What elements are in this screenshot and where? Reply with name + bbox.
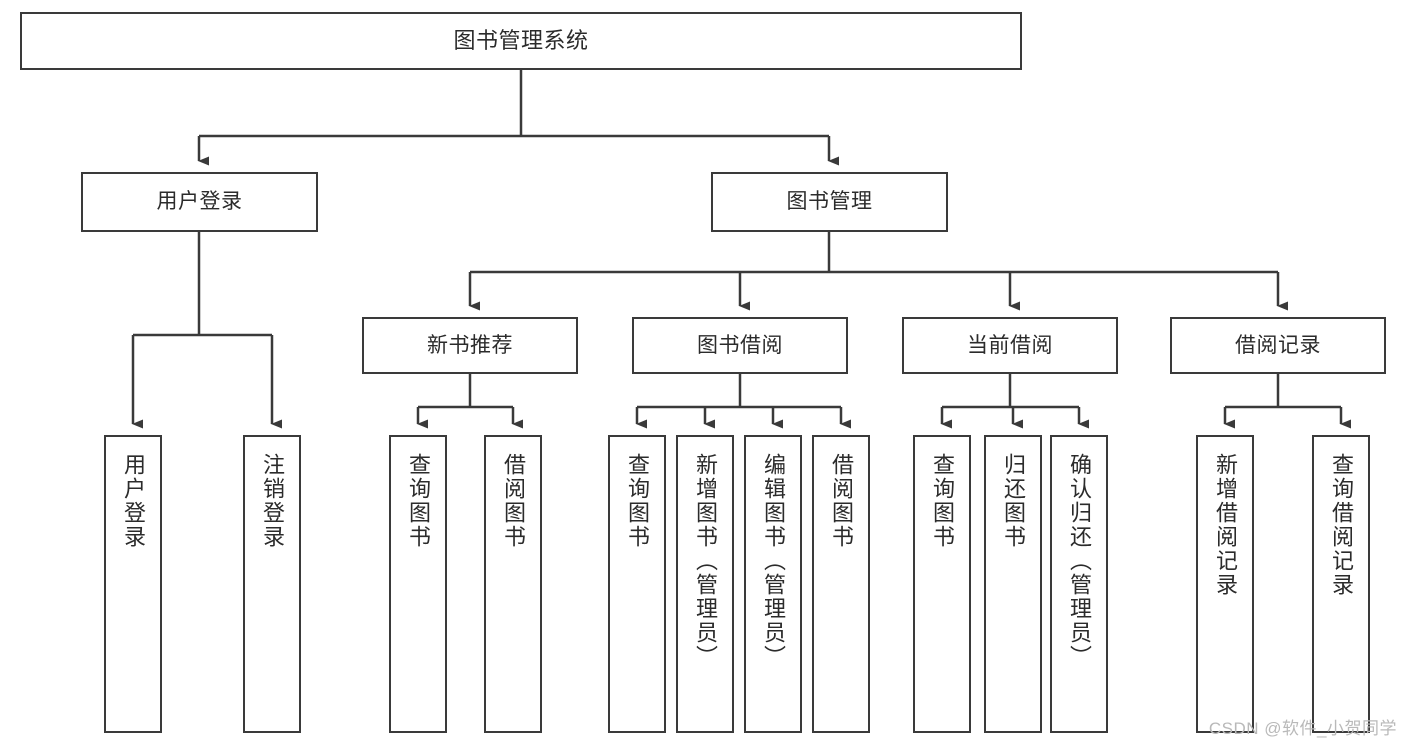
node-current-borrow-label: 当前借阅: [967, 333, 1053, 357]
node-leaf-add-borrow-record[interactable]: 新增借阅记录: [1196, 435, 1254, 733]
node-leaf-return-book-label: 归还图书: [1000, 453, 1026, 549]
node-leaf-add-book-label: 新增图书（管理员）: [692, 453, 718, 669]
node-book-manage-label: 图书管理: [786, 190, 873, 214]
node-leaf-user-logout-label: 注销登录: [259, 453, 285, 549]
node-user-login[interactable]: 用户登录: [81, 172, 318, 232]
node-user-login-label: 用户登录: [156, 190, 243, 214]
watermark-text: CSDN @软件_小贺同学: [1208, 719, 1397, 738]
node-leaf-query-book-rec-label: 查询图书: [405, 453, 431, 549]
node-leaf-query-borrow-record[interactable]: 查询借阅记录: [1312, 435, 1370, 733]
node-borrow-record-label: 借阅记录: [1235, 333, 1321, 357]
node-leaf-confirm-return[interactable]: 确认归还（管理员）: [1050, 435, 1108, 733]
node-book-borrow-label: 图书借阅: [697, 333, 783, 357]
node-leaf-user-logout[interactable]: 注销登录: [243, 435, 301, 733]
node-leaf-borrow-book[interactable]: 借阅图书: [812, 435, 870, 733]
node-root-label: 图书管理系统: [453, 27, 589, 53]
node-new-book-recommend[interactable]: 新书推荐: [362, 317, 578, 374]
node-new-book-recommend-label: 新书推荐: [427, 333, 513, 357]
node-leaf-borrow-book-label: 借阅图书: [828, 453, 854, 549]
node-leaf-query-book-borrow-label: 查询图书: [624, 453, 650, 549]
node-leaf-query-book-current[interactable]: 查询图书: [913, 435, 971, 733]
node-leaf-add-borrow-record-label: 新增借阅记录: [1212, 453, 1238, 597]
node-leaf-borrow-book-rec-label: 借阅图书: [500, 453, 526, 549]
node-leaf-query-book-current-label: 查询图书: [929, 453, 955, 549]
node-leaf-edit-book[interactable]: 编辑图书（管理员）: [744, 435, 802, 733]
node-leaf-edit-book-label: 编辑图书（管理员）: [760, 453, 786, 669]
node-borrow-record[interactable]: 借阅记录: [1170, 317, 1386, 374]
node-root[interactable]: 图书管理系统: [20, 12, 1022, 70]
node-book-manage[interactable]: 图书管理: [711, 172, 948, 232]
node-leaf-add-book[interactable]: 新增图书（管理员）: [676, 435, 734, 733]
node-leaf-query-book-rec[interactable]: 查询图书: [389, 435, 447, 733]
node-leaf-user-login[interactable]: 用户登录: [104, 435, 162, 733]
node-leaf-confirm-return-label: 确认归还（管理员）: [1066, 453, 1092, 669]
node-leaf-user-login-label: 用户登录: [120, 453, 146, 549]
node-leaf-query-book-borrow[interactable]: 查询图书: [608, 435, 666, 733]
node-leaf-borrow-book-rec[interactable]: 借阅图书: [484, 435, 542, 733]
node-leaf-return-book[interactable]: 归还图书: [984, 435, 1042, 733]
node-leaf-query-borrow-record-label: 查询借阅记录: [1328, 453, 1354, 597]
node-current-borrow[interactable]: 当前借阅: [902, 317, 1118, 374]
node-book-borrow[interactable]: 图书借阅: [632, 317, 848, 374]
